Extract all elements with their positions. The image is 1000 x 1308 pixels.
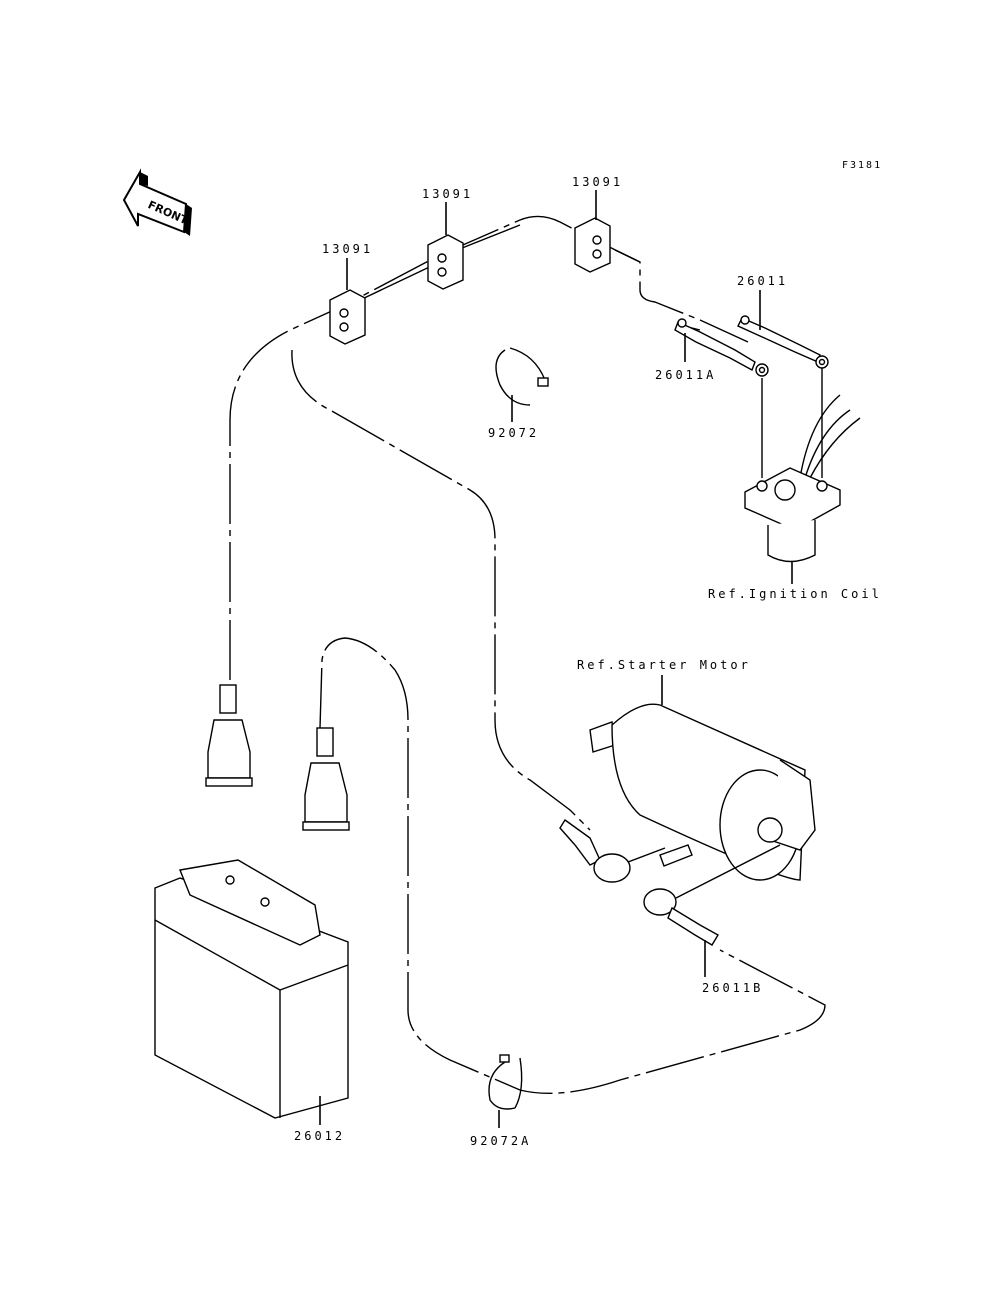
starter-motor: Ref.Starter Motor	[577, 658, 816, 881]
clamp-13091-left[interactable]: 13091	[322, 242, 373, 345]
cable-26011b-label: 26011B	[702, 981, 763, 995]
ignition-coil-ref: Ref.Ignition Coil	[708, 587, 882, 601]
terminal-boot-right	[302, 727, 350, 831]
cable-26011[interactable]: 26011	[737, 274, 829, 369]
clamp-13091-right[interactable]: 13091	[572, 175, 623, 273]
clamp-13091-middle[interactable]: 13091	[422, 187, 473, 290]
ignition-coil: Ref.Ignition Coil	[708, 368, 882, 601]
clamp-middle-label: 13091	[422, 187, 473, 201]
starter-motor-ref: Ref.Starter Motor	[577, 658, 751, 672]
battery-label: 26012	[294, 1129, 345, 1143]
battery-26012[interactable]: 26012	[154, 859, 349, 1143]
clamp-left-label: 13091	[322, 242, 373, 256]
cable-26011a-label: 26011A	[655, 368, 716, 382]
terminal-boot-left	[205, 684, 253, 787]
clamp-right-label: 13091	[572, 175, 623, 189]
cable-26011-label: 26011	[737, 274, 788, 288]
band-92072a[interactable]: 92072A	[470, 1054, 531, 1148]
figure-id: F3181	[842, 160, 882, 171]
starter-cable-terminal	[559, 818, 666, 883]
front-arrow-icon: FRONT	[122, 168, 192, 236]
band-92072[interactable]: 92072	[488, 347, 549, 440]
battery-positive-cable	[229, 215, 826, 1095]
cable-26011a[interactable]: 26011A	[655, 318, 769, 382]
band-92072a-label: 92072A	[470, 1134, 531, 1148]
band-92072-label: 92072	[488, 426, 539, 440]
cable-26011b[interactable]: 26011B	[643, 844, 781, 995]
